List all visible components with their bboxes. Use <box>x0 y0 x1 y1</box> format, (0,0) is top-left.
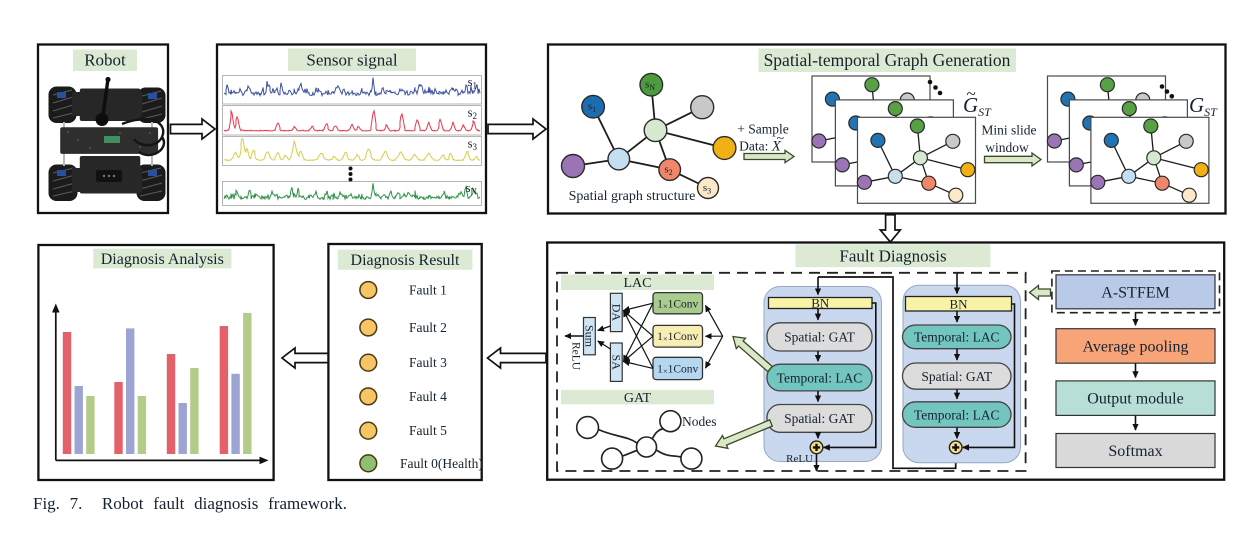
svg-text:Fault Diagnosis: Fault Diagnosis <box>839 247 946 266</box>
svg-text:Temporal: LAC: Temporal: LAC <box>777 370 863 385</box>
svg-text:Temporal: LAC: Temporal: LAC <box>914 330 1000 345</box>
svg-text:Diagnosis Analysis: Diagnosis Analysis <box>101 251 224 268</box>
svg-text:Spatial: GAT: Spatial: GAT <box>784 330 856 345</box>
svg-text:ReLU: ReLU <box>786 453 813 465</box>
svg-text:Spatial graph structure: Spatial graph structure <box>569 189 696 204</box>
svg-text:Diagnosis Result: Diagnosis Result <box>351 252 460 269</box>
svg-text:s3: s3 <box>703 182 711 196</box>
svg-text:SA: SA <box>609 355 623 371</box>
svg-text:Average pooling: Average pooling <box>1083 338 1189 355</box>
svg-text:Fault 2: Fault 2 <box>409 320 447 335</box>
svg-text:BN: BN <box>811 296 830 311</box>
svg-text:Fault 3: Fault 3 <box>409 355 447 370</box>
svg-text:GAT: GAT <box>624 391 652 406</box>
svg-text:DA: DA <box>609 304 623 322</box>
svg-text:~: ~ <box>967 84 976 103</box>
svg-text:s2: s2 <box>664 164 672 178</box>
svg-text:Spatial: GAT: Spatial: GAT <box>921 369 993 384</box>
svg-text:BN: BN <box>949 296 968 311</box>
svg-text:Fault 5: Fault 5 <box>409 423 447 438</box>
svg-text:Output module: Output module <box>1087 391 1183 408</box>
svg-text:s3: s3 <box>468 137 478 153</box>
svg-text:+ Sample: + Sample <box>737 122 788 137</box>
svg-text:window: window <box>985 140 1029 155</box>
svg-text:A-STFEM: A-STFEM <box>1101 284 1169 301</box>
svg-text:Data: X: Data: X <box>739 139 782 155</box>
svg-text:Robot: Robot <box>84 51 126 70</box>
svg-text:sN: sN <box>645 79 655 93</box>
svg-text:ReLU: ReLU <box>570 342 582 371</box>
svg-text:s1: s1 <box>588 101 596 115</box>
svg-text:Fig. 7. Robot fault diagnosis: Fig. 7. Robot fault diagnosis framework. <box>33 494 347 513</box>
svg-text:Sum: Sum <box>582 325 596 348</box>
svg-text:Sensor signal: Sensor signal <box>306 51 397 70</box>
svg-text:Mini slide: Mini slide <box>981 123 1036 138</box>
svg-text:~: ~ <box>777 132 785 147</box>
svg-text:sN: sN <box>466 181 478 197</box>
svg-text:LAC: LAC <box>624 276 652 291</box>
svg-text:Nodes: Nodes <box>682 414 717 429</box>
svg-text:Fault 1: Fault 1 <box>409 283 447 298</box>
svg-text:1×1Conv: 1×1Conv <box>657 364 698 377</box>
svg-text:Fault 4: Fault 4 <box>409 389 447 404</box>
svg-text:Softmax: Softmax <box>1108 443 1162 460</box>
svg-text:Spatial-temporal Graph Generat: Spatial-temporal Graph Generation <box>764 50 1011 70</box>
svg-text:Fault 0(Health): Fault 0(Health) <box>400 456 483 471</box>
svg-text:1×1Conv: 1×1Conv <box>657 298 698 311</box>
svg-text:Temporal: LAC: Temporal: LAC <box>914 407 1000 422</box>
svg-text:Spatial: GAT: Spatial: GAT <box>784 411 856 426</box>
svg-text:s2: s2 <box>468 106 477 122</box>
svg-text:s1: s1 <box>468 75 477 91</box>
svg-text:1×1Conv: 1×1Conv <box>657 331 698 344</box>
